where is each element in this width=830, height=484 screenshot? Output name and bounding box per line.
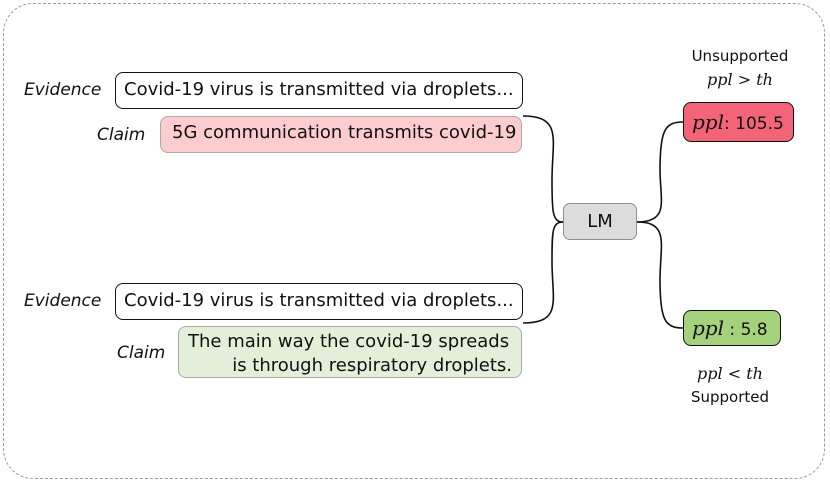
supported-ppl-box: ppl : 5.8: [683, 310, 781, 346]
bottom-claim-label: Claim: [117, 343, 166, 363]
unsupported-ppl-separator: :: [724, 114, 730, 134]
bottom-claim-box: The main way the covid-19 spreads is thr…: [178, 326, 522, 378]
bottom-evidence-label: Evidence: [24, 291, 102, 311]
top-evidence-label: Evidence: [24, 80, 102, 100]
lm-node: LM: [563, 203, 637, 240]
connector-bottom-pair-to-lm: [522, 221, 564, 324]
supported-ppl-value: 5.8: [740, 320, 768, 340]
bottom-claim-line2: is through respiratory droplets.: [232, 355, 512, 376]
top-evidence-box: Covid-19 virus is transmitted via drople…: [115, 72, 523, 109]
bottom-claim-line1: The main way the covid-19 spreads: [188, 331, 510, 352]
connector-top-pair-to-lm: [522, 115, 564, 223]
top-claim-box: 5G communication transmits covid-19: [160, 116, 522, 153]
unsupported-status-label: Unsupported: [691, 47, 789, 65]
supported-ppl-separator: :: [729, 320, 736, 340]
unsupported-ppl-box: ppl: 105.5: [683, 102, 794, 142]
unsupported-condition: ppl > th: [707, 70, 773, 89]
diagram-frame: [3, 3, 825, 479]
connector-lm-to-supported: [636, 221, 684, 329]
top-claim-label: Claim: [97, 125, 146, 145]
bottom-evidence-box: Covid-19 virus is transmitted via drople…: [115, 283, 523, 320]
supported-condition: ppl < th: [697, 364, 763, 383]
unsupported-ppl-symbol: ppl: [692, 110, 725, 134]
unsupported-ppl-value: 105.5: [735, 114, 784, 134]
connector-lm-to-unsupported: [636, 121, 684, 223]
supported-ppl-symbol: ppl: [692, 316, 725, 340]
supported-status-label: Supported: [690, 388, 770, 406]
